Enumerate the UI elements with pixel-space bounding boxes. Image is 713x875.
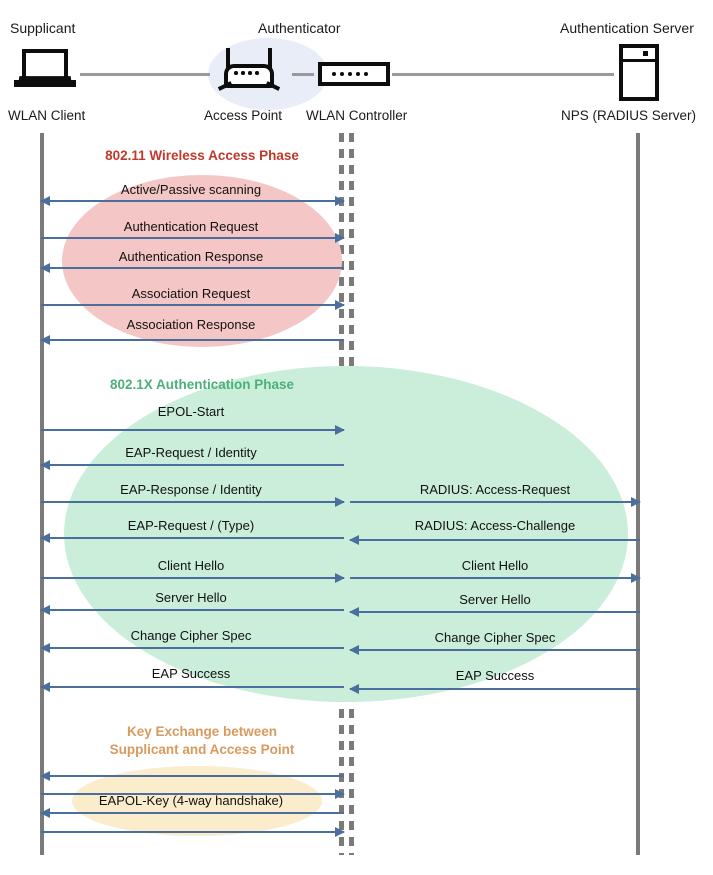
message-arrow <box>40 771 344 781</box>
message-label: EAP-Response / Identity <box>120 482 262 497</box>
arrow-head-right-icon <box>335 789 345 799</box>
wire-controller-to-server <box>392 73 614 76</box>
message-arrow <box>350 573 641 583</box>
arrow-head-left-icon <box>349 645 359 655</box>
message-arrow <box>40 460 344 470</box>
phase1-blob <box>62 175 342 347</box>
arrow-head-left-icon <box>40 533 50 543</box>
phase3-blob <box>72 766 322 836</box>
lifeline-supplicant <box>40 133 44 855</box>
arrow-head-left-icon <box>349 535 359 545</box>
message-arrow <box>41 573 345 583</box>
arrow-head-right-icon <box>335 827 345 837</box>
message-label: Server Hello <box>459 592 531 607</box>
message-label: Active/Passive scanning <box>120 182 262 197</box>
message-arrow <box>40 682 344 692</box>
role-title-authenticator: Authenticator <box>258 20 341 36</box>
message-label: Client Hello <box>157 558 225 573</box>
message-label: Authentication Response <box>118 249 264 264</box>
arrow-head-right-icon <box>631 497 641 507</box>
node-label-wlan-controller: WLAN Controller <box>306 108 408 123</box>
message-label: RADIUS: Access-Request <box>419 482 571 497</box>
arrow-head-right-icon <box>335 300 345 310</box>
message-arrow <box>41 233 345 243</box>
arrow-head-left-icon <box>349 684 359 694</box>
node-label-access-point: Access Point <box>204 108 283 123</box>
phase2-label: 802.1X Authentication Phase <box>109 377 295 392</box>
arrow-head-left-icon <box>40 808 50 818</box>
arrow-head-right-icon <box>335 497 345 507</box>
message-label: EAP Success <box>151 666 231 681</box>
message-arrow <box>349 535 640 545</box>
phase2-blob <box>64 366 628 702</box>
message-arrow <box>349 645 640 655</box>
role-title-authentication-server: Authentication Server <box>560 20 694 36</box>
message-arrow <box>41 497 345 507</box>
role-title-supplicant: Supplicant <box>10 20 76 36</box>
arrow-head-left-icon <box>40 605 50 615</box>
arrow-head-left-icon <box>40 771 50 781</box>
message-arrow <box>41 425 345 435</box>
wire-ap-to-controller <box>292 73 314 76</box>
message-arrow <box>349 684 640 694</box>
message-arrow <box>40 335 344 345</box>
message-arrow <box>40 808 344 818</box>
phase3-label-line2: Supplicant and Access Point <box>109 742 295 757</box>
arrow-head-left-icon <box>40 643 50 653</box>
message-arrow <box>41 827 345 837</box>
message-arrow <box>41 300 345 310</box>
node-label-wlan-client: WLAN Client <box>8 108 86 123</box>
wire-client-to-ap <box>80 73 210 76</box>
message-label: Change Cipher Spec <box>434 630 556 645</box>
message-label: Authentication Request <box>123 219 259 234</box>
message-arrow <box>350 497 641 507</box>
wlan-controller-icon <box>318 62 390 86</box>
message-arrow <box>349 607 640 617</box>
phase1-label: 802.11 Wireless Access Phase <box>105 148 299 163</box>
arrow-head-left-icon <box>40 263 50 273</box>
phase3-label-line1: Key Exchange between <box>126 724 278 739</box>
arrow-head-right-icon <box>335 196 345 206</box>
message-label: RADIUS: Access-Challenge <box>414 518 576 533</box>
server-icon <box>619 44 659 101</box>
message-label: Association Request <box>131 286 251 301</box>
message-label: Association Response <box>126 317 256 332</box>
arrow-head-right-icon <box>335 425 345 435</box>
access-point-icon <box>217 48 281 93</box>
arrow-head-left-icon <box>40 460 50 470</box>
message-label: EAP-Request / (Type) <box>127 518 255 533</box>
arrow-head-right-icon <box>335 573 345 583</box>
message-arrow <box>41 789 345 799</box>
message-arrow <box>40 605 344 615</box>
message-arrow <box>40 643 344 653</box>
arrow-head-left-icon <box>40 682 50 692</box>
lifeline-authentication-server <box>636 133 640 855</box>
message-label: Server Hello <box>155 590 227 605</box>
message-label: EAPOL-Key (4-way handshake) <box>98 793 284 808</box>
arrow-head-right-icon <box>335 233 345 243</box>
node-label-nps-radius-server: NPS (RADIUS Server) <box>561 108 697 123</box>
arrow-head-right-icon <box>631 573 641 583</box>
message-label: EAP-Request / Identity <box>125 445 257 460</box>
message-label: Change Cipher Spec <box>130 628 252 643</box>
message-label: EPOL-Start <box>157 404 225 419</box>
message-arrow <box>40 263 344 273</box>
message-arrow <box>40 533 344 543</box>
message-arrow <box>41 196 345 206</box>
laptop-icon <box>14 49 76 92</box>
arrow-head-left-icon <box>349 607 359 617</box>
arrow-head-left-icon <box>40 335 50 345</box>
message-label: EAP Success <box>455 668 535 683</box>
message-label: Client Hello <box>461 558 529 573</box>
